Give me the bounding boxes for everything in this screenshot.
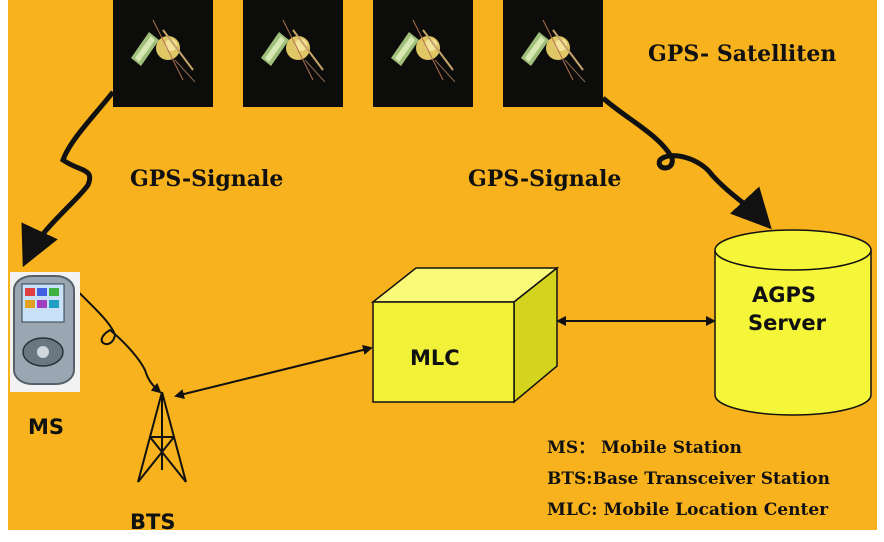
legend-item-mlc: MLC: Mobile Location Center xyxy=(547,500,829,520)
mobile-phone-icon xyxy=(10,272,80,392)
gps-signal-to-agps xyxy=(601,96,772,230)
bts-tower-icon xyxy=(137,391,187,483)
ms-bts-link xyxy=(64,277,162,394)
agps-label-line1: AGPS xyxy=(752,283,817,307)
gps-signal-label-right: GPS-Signale xyxy=(468,166,622,192)
satellite-icon xyxy=(242,0,344,108)
satellite-icon xyxy=(372,0,474,108)
gps-signal-to-ms xyxy=(21,90,115,268)
legend-item-bts: BTS:Base Transceiver Station xyxy=(547,469,830,489)
mlc-box xyxy=(370,266,560,404)
satellites-title: GPS- Satelliten xyxy=(648,41,837,67)
ms-label: MS xyxy=(28,415,65,439)
satellite-icon xyxy=(112,0,214,108)
satellite-icon xyxy=(502,0,604,108)
cylinder-server-icon xyxy=(714,229,872,416)
legend-item-ms: MS： Mobile Station xyxy=(547,438,742,458)
mlc-label: MLC xyxy=(410,346,460,370)
bts-label: BTS xyxy=(130,510,176,534)
bts-mlc-link xyxy=(174,345,373,399)
agps-label-line2: Server xyxy=(748,311,827,335)
gps-signal-label-left: GPS-Signale xyxy=(130,166,284,192)
